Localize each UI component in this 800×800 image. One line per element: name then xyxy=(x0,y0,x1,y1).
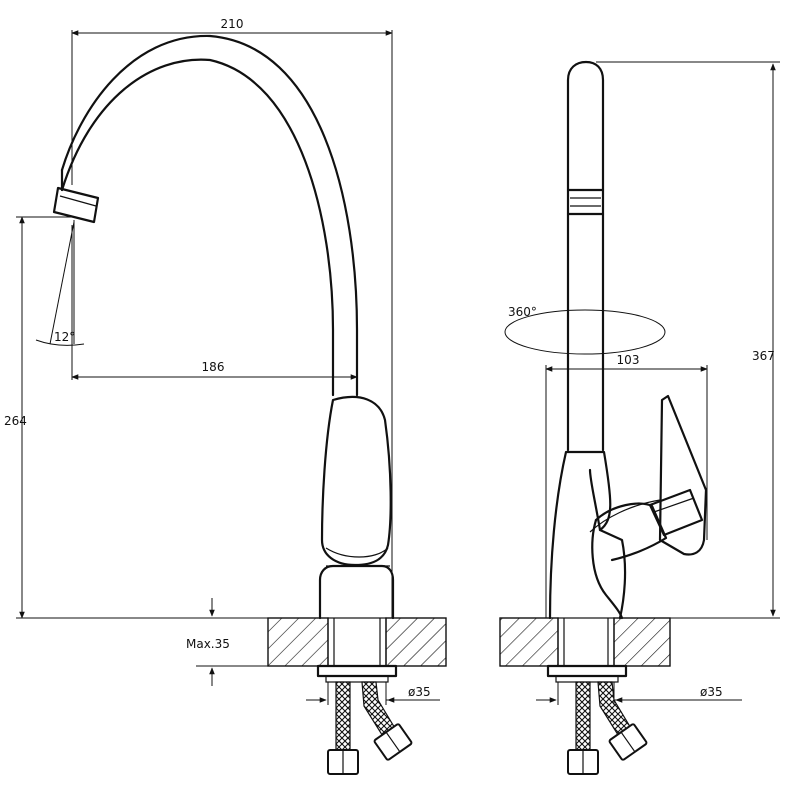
spout-reach-label: 186 xyxy=(202,360,225,374)
side-countertop-left xyxy=(499,617,559,667)
front-view: 210 186 264 12° Max.3 xyxy=(4,17,447,775)
dim-overall-width: 210 xyxy=(71,17,393,618)
overall-height-label: 367 xyxy=(752,349,775,363)
max-thickness-label: Max.35 xyxy=(186,637,230,651)
front-shank xyxy=(316,617,398,683)
handle-depth-label: 103 xyxy=(617,353,640,367)
side-view: 360° xyxy=(499,60,780,775)
front-countertop-left xyxy=(267,617,329,667)
overall-width-label: 210 xyxy=(221,17,244,31)
dim-spout-height: 264 xyxy=(4,216,330,619)
spout-height-label: 264 xyxy=(4,414,27,428)
side-hoses xyxy=(567,681,648,775)
dim-tilt-angle: 12° xyxy=(35,220,85,346)
side-spout xyxy=(566,60,605,452)
dim-handle-depth: 103 xyxy=(545,353,708,618)
dim-max-thickness: Max.35 xyxy=(186,598,268,686)
side-handle xyxy=(594,394,708,562)
dim-spout-reach: 186 xyxy=(71,225,358,380)
side-countertop-right xyxy=(613,617,671,667)
front-spout xyxy=(52,34,359,397)
dim-hole-diameter-front: ø35 xyxy=(306,682,440,705)
front-hoses xyxy=(327,681,413,775)
side-body xyxy=(548,450,661,620)
dim-overall-height: 367 xyxy=(596,61,780,619)
side-rotation: 360° xyxy=(504,305,666,355)
hole-diameter-side-label: ø35 xyxy=(700,685,723,699)
tilt-angle-label: 12° xyxy=(54,330,75,344)
dim-hole-diameter-side: ø35 xyxy=(536,682,742,705)
front-countertop-right xyxy=(385,617,447,667)
rotation-label: 360° xyxy=(508,305,537,319)
front-body xyxy=(318,395,395,620)
hole-diameter-front-label: ø35 xyxy=(408,685,431,699)
side-shank xyxy=(546,617,628,683)
